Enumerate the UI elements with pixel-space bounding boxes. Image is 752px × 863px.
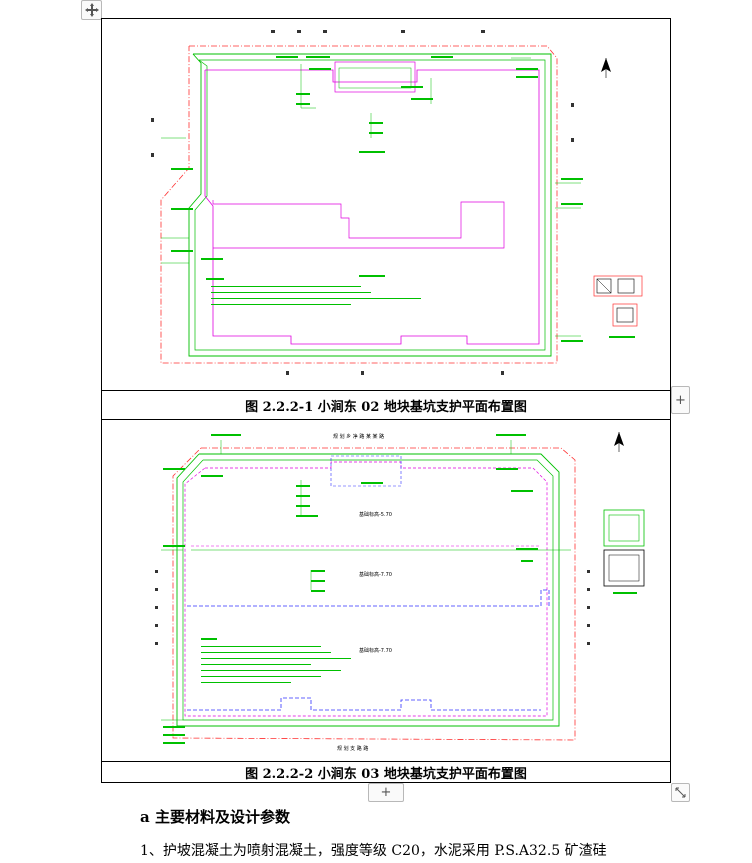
legend-block [603,509,645,594]
bottom-road-label: 规 划 支 路 路 [337,745,368,752]
move-arrows-icon [84,3,99,17]
legend-block [593,275,643,338]
entrance-box [334,61,416,93]
top-road-label: 规 划 乡 净 路 某 某 路 [333,433,384,440]
table-resize-handle[interactable] [671,783,690,802]
section-heading: a 主要材料及设计参数 [140,808,290,826]
support-line-inner [194,59,546,351]
zone-label-1: 基础标高-5.70 [359,511,392,518]
figure2-caption: 图 2.2.2-2 小涧东 03 地块基坑支护平面布置图 [245,767,527,782]
blue-boundary-upper [187,589,550,607]
plus-icon: + [675,392,686,408]
entrance-box [330,455,402,487]
add-column-button[interactable]: + [671,386,690,414]
zone-label-2: 基础标高-7.70 [359,571,392,578]
diagonal-resize-icon [675,787,686,798]
figure1-image-cell [101,18,671,391]
north-arrow-icon [614,432,624,452]
table-move-handle[interactable] [81,0,102,20]
blue-boundary-lower [187,697,541,711]
entrance-box-inner [338,67,412,89]
add-row-button[interactable]: + [368,783,404,802]
figure-table [101,18,671,783]
basement-outline [184,461,548,717]
support-line-outer [188,53,552,357]
figure2-image-cell: 基础标高-5.70 基础标高-7.70 基础标高-7.70 规 划 乡 净 路 … [101,420,671,762]
site-boundary-line [160,45,558,364]
basement-outline [204,69,540,345]
building-setback [212,200,505,249]
plus-icon: + [380,785,392,800]
figure2-drawing: 基础标高-5.70 基础标高-7.70 基础标高-7.70 规 划 乡 净 路 … [155,432,645,752]
figure1-caption: 图 2.2.2-1 小涧东 02 地块基坑支护平面布置图 [101,391,671,420]
paragraph-1: 1、护坡混凝土为喷射混凝土，强度等级 C20，水泥采用 P.S.A32.5 矿渣… [140,843,607,859]
support-line-inner [182,459,554,721]
figure1-drawing [151,30,643,375]
site-boundary-line [172,447,576,741]
zone-label-3: 基础标高-7.70 [359,647,392,654]
north-arrow-icon [601,58,611,78]
support-line-outer [176,453,560,727]
